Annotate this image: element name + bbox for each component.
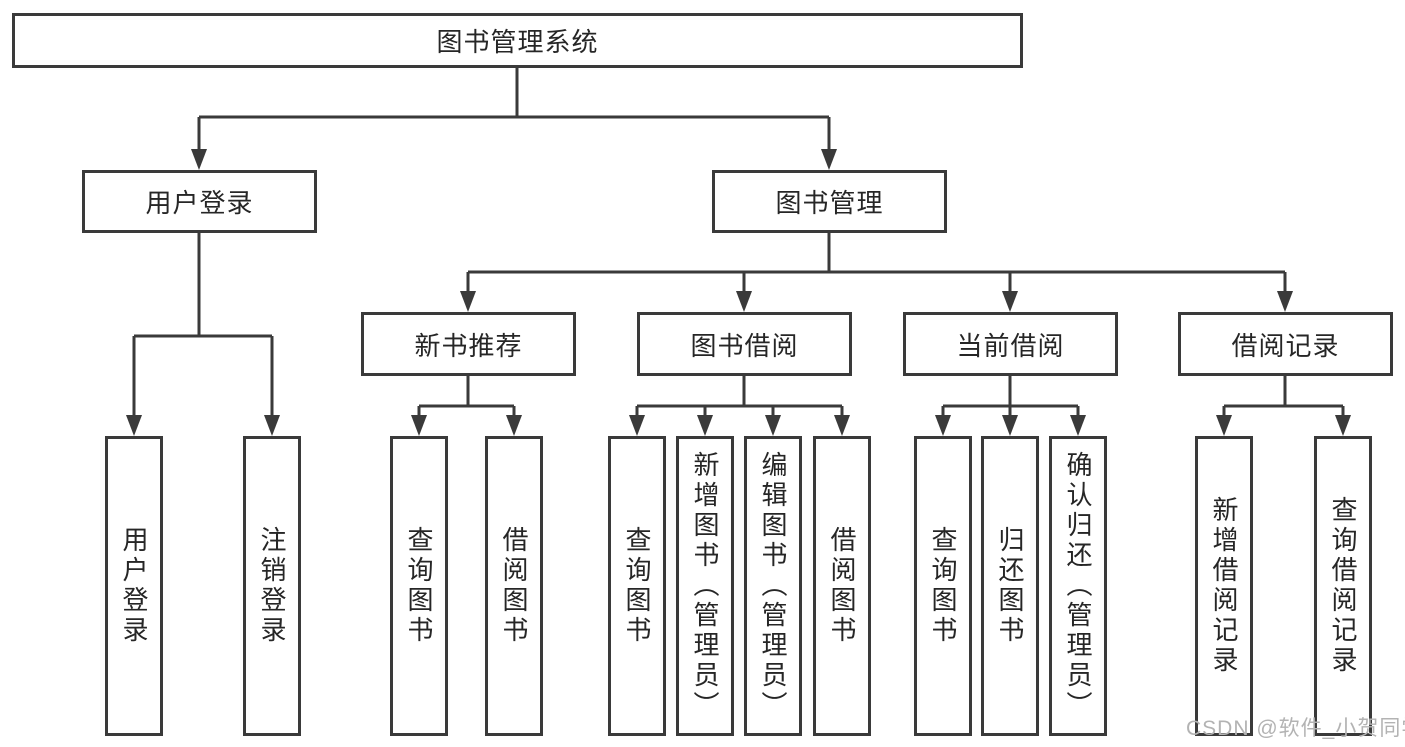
leaf-query-borrowing-record-label: 查询借阅记录 — [1328, 496, 1358, 676]
arrow-down-icon — [736, 291, 752, 312]
leaf-query-books-current-label: 查询图书 — [928, 526, 958, 646]
leaf-user-login: 用户登录 — [105, 436, 163, 736]
leaf-query-borrowing-record: 查询借阅记录 — [1314, 436, 1372, 736]
node-book-management: 图书管理 — [712, 170, 947, 233]
arrow-down-icon — [1277, 291, 1293, 312]
arrow-down-icon — [821, 149, 837, 170]
node-user-login-label: 用户登录 — [145, 188, 254, 218]
node-library-system: 图书管理系统 — [12, 13, 1023, 68]
node-user-login: 用户登录 — [82, 170, 317, 233]
arrow-down-icon — [506, 415, 522, 436]
arrow-down-icon — [765, 415, 781, 436]
arrow-down-icon — [629, 415, 645, 436]
node-current-borrowing: 当前借阅 — [903, 312, 1118, 376]
arrow-down-icon — [126, 415, 142, 436]
node-borrowing-records: 借阅记录 — [1178, 312, 1393, 376]
node-new-book-recommendation: 新书推荐 — [361, 312, 576, 376]
node-book-management-label: 图书管理 — [775, 188, 884, 218]
leaf-borrow-books-borrowing-label: 借阅图书 — [827, 526, 857, 646]
arrow-down-icon — [1002, 291, 1018, 312]
arrow-down-icon — [834, 415, 850, 436]
arrow-down-icon — [264, 415, 280, 436]
leaf-add-book-admin: 新增图书（管理员） — [676, 436, 734, 736]
leaf-confirm-return-admin: 确认归还（管理员） — [1049, 436, 1107, 736]
leaf-return-book: 归还图书 — [981, 436, 1039, 736]
leaf-add-borrowing-record-label: 新增借阅记录 — [1209, 496, 1239, 676]
leaf-borrow-books-borrowing: 借阅图书 — [813, 436, 871, 736]
arrow-down-icon — [1002, 415, 1018, 436]
leaf-edit-book-admin-label: 编辑图书（管理员） — [758, 451, 788, 721]
leaf-borrow-books-recommend-label: 借阅图书 — [499, 526, 529, 646]
leaf-edit-book-admin: 编辑图书（管理员） — [744, 436, 802, 736]
arrow-down-icon — [935, 415, 951, 436]
node-current-borrowing-label: 当前借阅 — [956, 330, 1065, 361]
arrow-down-icon — [1216, 415, 1232, 436]
arrow-down-icon — [191, 149, 207, 170]
arrow-down-icon — [1070, 415, 1086, 436]
watermark: CSDN @软件_小贺同学 — [1186, 717, 1405, 740]
leaf-return-book-label: 归还图书 — [995, 526, 1025, 646]
leaf-borrow-books-recommend: 借阅图书 — [485, 436, 543, 736]
leaf-user-login-label: 用户登录 — [119, 526, 149, 646]
leaf-confirm-return-admin-label: 确认归还（管理员） — [1063, 451, 1093, 721]
leaf-query-books-recommend-label: 查询图书 — [404, 526, 434, 646]
node-book-borrowing-label: 图书借阅 — [690, 330, 799, 361]
leaf-add-book-admin-label: 新增图书（管理员） — [690, 451, 720, 721]
node-new-book-recommendation-label: 新书推荐 — [414, 330, 523, 361]
node-library-system-label: 图书管理系统 — [436, 27, 599, 57]
arrow-down-icon — [697, 415, 713, 436]
node-book-borrowing: 图书借阅 — [637, 312, 852, 376]
node-borrowing-records-label: 借阅记录 — [1231, 330, 1340, 361]
leaf-logout-label: 注销登录 — [257, 526, 287, 646]
leaf-query-books-current: 查询图书 — [914, 436, 972, 736]
leaf-add-borrowing-record: 新增借阅记录 — [1195, 436, 1253, 736]
arrow-down-icon — [1335, 415, 1351, 436]
leaf-query-books-borrowing-label: 查询图书 — [622, 526, 652, 646]
arrow-down-icon — [460, 291, 476, 312]
arrow-down-icon — [411, 415, 427, 436]
leaf-query-books-recommend: 查询图书 — [390, 436, 448, 736]
leaf-logout: 注销登录 — [243, 436, 301, 736]
leaf-query-books-borrowing: 查询图书 — [608, 436, 666, 736]
